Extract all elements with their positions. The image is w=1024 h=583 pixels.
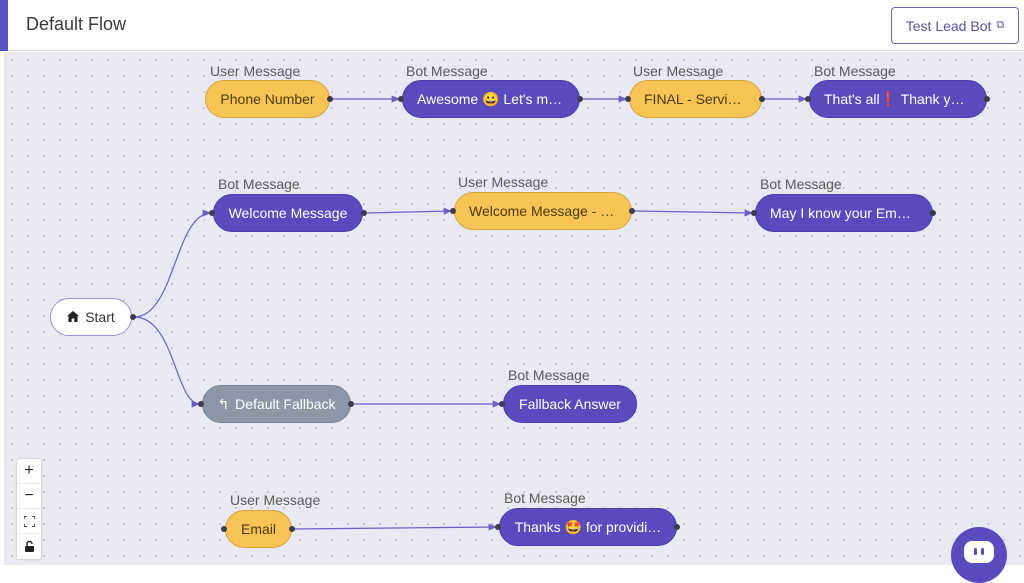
node-handle[interactable] <box>759 96 765 102</box>
edge <box>133 316 201 408</box>
node-text: That's all❗ Thank you … <box>824 90 984 107</box>
test-button-label: Test Lead Bot <box>905 17 992 34</box>
node-handle[interactable] <box>348 401 354 407</box>
test-lead-bot-button[interactable]: Test Lead Bot ⧉ <box>891 7 1019 44</box>
node-text: Start <box>85 309 115 325</box>
edge <box>293 523 498 531</box>
node-handle[interactable] <box>577 96 583 102</box>
node-text: Awesome 😀 Let's mo… <box>417 90 570 107</box>
node-handle[interactable] <box>984 96 990 102</box>
page-title: Default Flow <box>26 14 127 34</box>
node-default-fallback[interactable]: ↰ Default Fallback <box>202 385 351 423</box>
node-type-label: User Message <box>458 174 549 190</box>
home-icon <box>67 309 80 325</box>
edge <box>365 207 453 215</box>
node-handle[interactable] <box>209 210 215 216</box>
node-text: Thanks 🤩 for providi… <box>514 518 662 535</box>
node-welcome-message[interactable]: Welcome Message <box>213 194 363 232</box>
node-handle[interactable] <box>930 210 936 216</box>
node-text: Default Fallback <box>235 396 336 412</box>
node-text: Welcome Message <box>228 205 348 221</box>
lock-button[interactable] <box>17 534 41 559</box>
node-start[interactable]: Start <box>50 298 132 336</box>
lock-icon <box>24 541 34 552</box>
node-handle[interactable] <box>130 314 136 320</box>
node-type-label: Bot Message <box>508 367 590 383</box>
node-thanks-for-providing[interactable]: Thanks 🤩 for providi… <box>499 508 677 546</box>
zoom-controls: + − <box>17 459 41 559</box>
node-handle[interactable] <box>198 401 204 407</box>
node-type-label: Bot Message <box>814 63 896 79</box>
fit-view-icon <box>23 515 35 527</box>
chat-icon <box>964 541 994 563</box>
node-type-label: User Message <box>230 492 321 508</box>
edge <box>632 209 754 217</box>
flow-edges <box>133 95 807 531</box>
node-text: May I know your Emai… <box>770 205 922 221</box>
node-type-label: Bot Message <box>504 490 586 506</box>
chat-widget-button[interactable] <box>951 527 1007 583</box>
node-handle[interactable] <box>361 210 367 216</box>
node-type-label: User Message <box>633 63 724 79</box>
node-handle[interactable] <box>805 96 811 102</box>
node-handle[interactable] <box>398 96 404 102</box>
fallback-arrow-icon: ↰ <box>217 395 230 412</box>
node-handle[interactable] <box>674 524 680 530</box>
node-may-i-know-email[interactable]: May I know your Emai… <box>755 194 933 232</box>
node-text: Phone Number <box>220 91 315 107</box>
node-handle[interactable] <box>327 96 333 102</box>
node-email[interactable]: Email <box>225 510 292 548</box>
zoom-in-button[interactable]: + <box>17 459 41 484</box>
node-handle[interactable] <box>221 526 227 532</box>
header-bar: Default Flow Test Lead Bot ⧉ <box>0 0 1024 51</box>
node-handle[interactable] <box>499 401 505 407</box>
node-welcome-message-f[interactable]: Welcome Message - F… <box>454 192 632 230</box>
node-type-label: Bot Message <box>406 63 488 79</box>
node-awesome[interactable]: Awesome 😀 Let's mo… <box>402 80 580 118</box>
node-handle[interactable] <box>450 208 456 214</box>
edge <box>133 209 212 318</box>
zoom-out-button[interactable]: − <box>17 484 41 509</box>
node-fallback-answer[interactable]: Fallback Answer <box>503 385 637 423</box>
node-thats-all[interactable]: That's all❗ Thank you … <box>809 80 987 118</box>
node-type-label: Bot Message <box>218 176 300 192</box>
node-text: Email <box>240 521 276 537</box>
node-phone-number[interactable]: Phone Number <box>205 80 330 118</box>
node-handle[interactable] <box>289 526 295 532</box>
node-handle[interactable] <box>751 210 757 216</box>
external-link-icon: ⧉ <box>996 19 1005 31</box>
node-type-label: Bot Message <box>760 176 842 192</box>
node-handle[interactable] <box>629 208 635 214</box>
node-handle[interactable] <box>495 524 501 530</box>
node-text: Welcome Message - F… <box>469 203 623 219</box>
fit-view-button[interactable] <box>17 509 41 534</box>
header-accent <box>0 0 8 51</box>
node-text: FINAL - Services <box>644 91 750 107</box>
node-final-services[interactable]: FINAL - Services <box>629 80 762 118</box>
node-type-label: User Message <box>210 63 301 79</box>
node-text: Fallback Answer <box>519 396 621 412</box>
node-handle[interactable] <box>625 96 631 102</box>
